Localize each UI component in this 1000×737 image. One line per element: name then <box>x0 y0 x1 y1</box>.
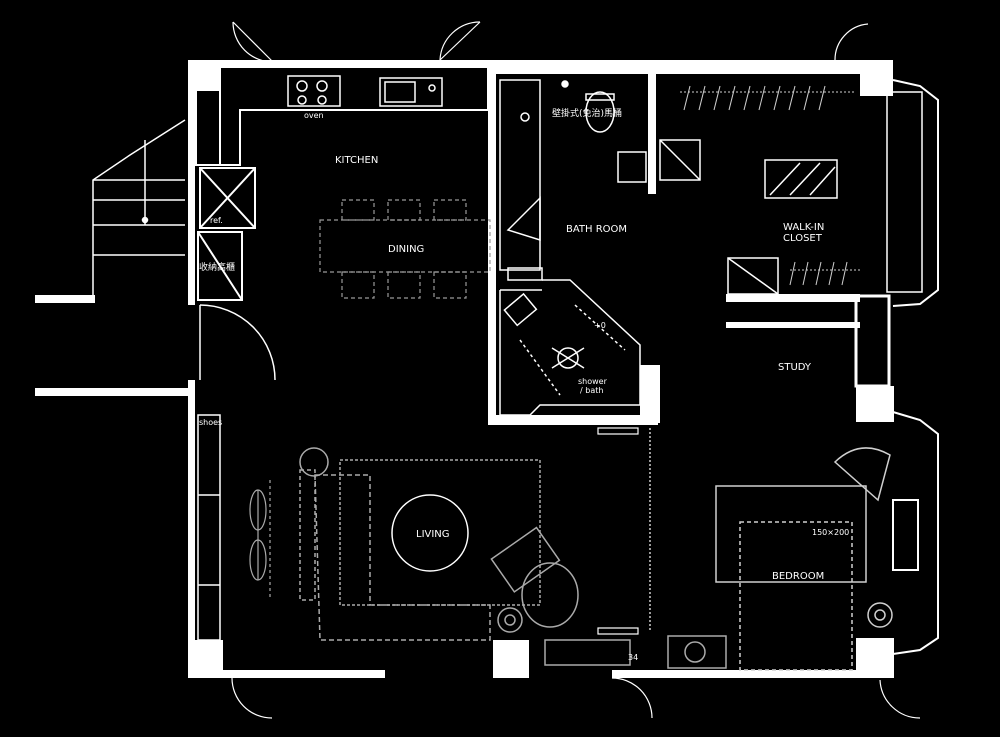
entry-shoe-cabinet <box>197 414 221 641</box>
room-label-study: STUDY <box>778 362 812 373</box>
wall-stub-upper <box>35 295 95 303</box>
label-shower-1: shower <box>578 377 608 386</box>
label-refrigerator: ref. <box>210 216 223 225</box>
room-label-living: LIVING <box>416 529 450 540</box>
upper-door-swings <box>231 21 921 719</box>
label-shoes: shoes <box>199 418 222 427</box>
label-bed-size: 150×200 <box>812 528 849 537</box>
bay-windows <box>892 79 939 655</box>
sliding-door <box>597 427 651 635</box>
walkin-closet <box>659 91 923 295</box>
bathroom-fixtures <box>499 79 647 281</box>
label-tv-dimension: 34 <box>628 653 638 662</box>
bicycle <box>249 480 271 600</box>
exterior-walls <box>188 60 894 678</box>
label-dimension: +0 <box>594 321 606 330</box>
label-storage-cabinet: 收納高櫃 <box>199 261 235 273</box>
bedroom-furniture <box>715 447 893 671</box>
living-furniture <box>299 447 727 669</box>
room-label-dining: DINING <box>388 244 424 255</box>
cooktop <box>287 75 341 107</box>
label-shower-2: / bath <box>580 386 603 395</box>
room-label-walkin-1: WALK-IN <box>783 222 824 233</box>
kitchen-sink <box>379 77 443 107</box>
closet-hangers <box>680 85 860 286</box>
dining-set <box>319 199 491 299</box>
room-label-kitchen: KITCHEN <box>335 155 378 166</box>
kitchen-counters <box>195 66 489 301</box>
room-label-bedroom: BEDROOM <box>772 571 824 582</box>
wall-stub-lower <box>35 388 190 396</box>
interior-walls <box>488 60 860 425</box>
room-label-walkin-2: CLOSET <box>783 233 823 244</box>
entry-door <box>199 304 276 381</box>
shower-area <box>499 279 659 416</box>
label-oven: oven <box>304 111 324 120</box>
room-label-bathroom: BATH ROOM <box>566 224 627 235</box>
label-wall-toilet: 壁掛式(免治)馬桶 <box>552 107 622 119</box>
